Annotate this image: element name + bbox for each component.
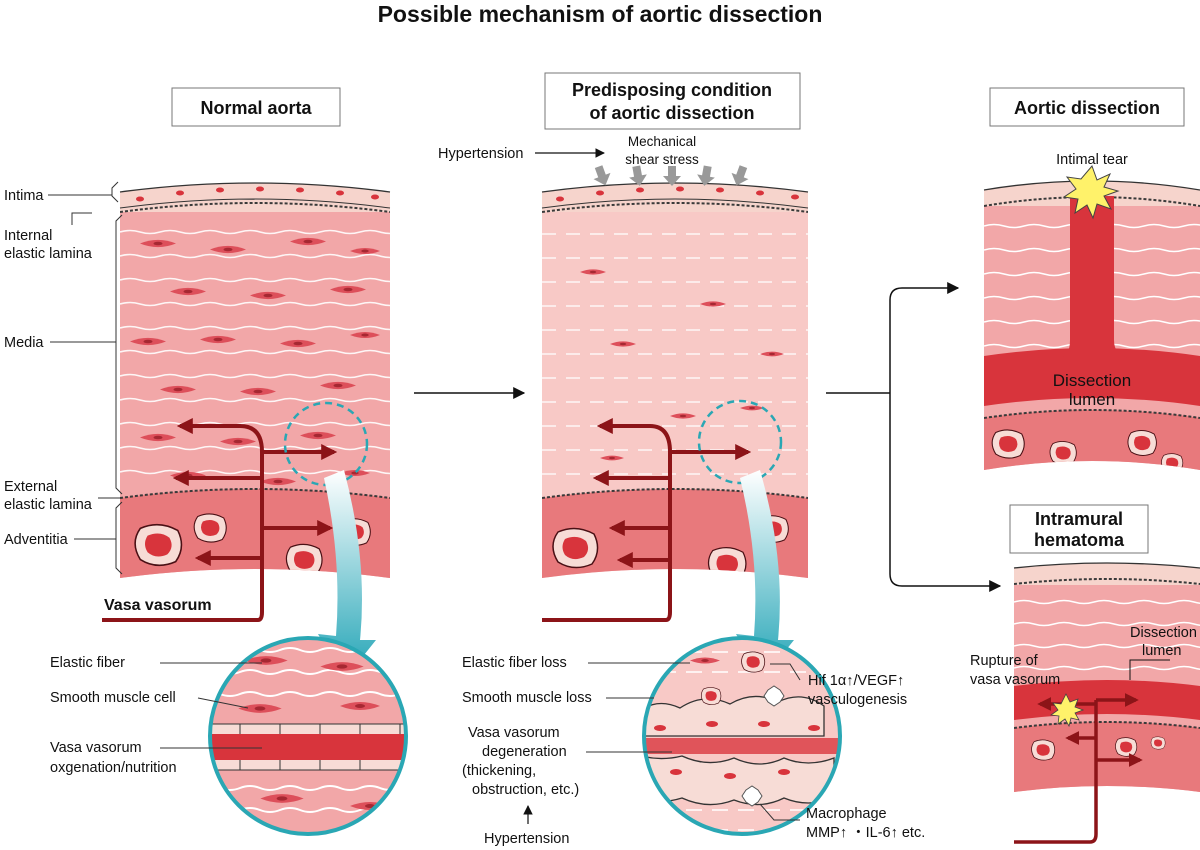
label-vasa-vasorum-zoom-2: oxgenation/nutrition (50, 760, 177, 776)
label-hema-lumen-2: lumen (1142, 643, 1182, 659)
intima-cells-pre (541, 182, 809, 209)
label-shear-1: Mechanical (628, 134, 696, 149)
label-elastic-fiber: Elastic fiber (50, 655, 125, 671)
internal-elastic-lamina (120, 202, 390, 213)
figure-title: Possible mechanism of aortic dissection (378, 1, 823, 27)
label-external-2: elastic lamina (4, 497, 93, 513)
label-macrophage: Macrophage (806, 806, 887, 822)
label-intimal-tear: Intimal tear (1056, 152, 1128, 168)
zoom-arrow-icon (318, 470, 376, 680)
label-vasa-vasorum-zoom-1: Vasa vasorum (50, 740, 142, 756)
label-smooth-muscle-loss: Smooth muscle loss (462, 690, 592, 706)
label-degeneration-2: degeneration (482, 744, 567, 760)
vasa-vasorum-vessel (102, 418, 338, 622)
label-rupture-2: vasa vasorum (970, 672, 1060, 688)
label-hypertension-top: Hypertension (438, 146, 523, 162)
heading-intramural-hematoma: Intramural hematoma (1009, 504, 1149, 554)
intima-cells (119, 182, 391, 209)
heading-hematoma-line1: Intramural (1035, 509, 1123, 529)
label-degeneration-3: (thickening, (462, 763, 536, 779)
heading-hematoma-line2: hematoma (1034, 530, 1125, 550)
zoom-labels-normal: Elastic fiber Smooth muscle cell Vasa va… (50, 655, 262, 776)
dissection-lumen (984, 348, 1200, 406)
label-rupture-1: Rupture of (970, 653, 1039, 669)
heading-aortic-dissection: Aortic dissection (989, 87, 1185, 127)
heading-predisposing-line1: Predisposing condition (572, 80, 772, 100)
vasa-vasorum-vessel-pre (542, 418, 752, 622)
label-hema-lumen-1: Dissection (1130, 625, 1197, 641)
label-internal-2: elastic lamina (4, 246, 93, 262)
label-smooth-muscle-cell: Smooth muscle cell (50, 690, 176, 706)
external-elastic-lamina (120, 488, 390, 499)
label-internal-1: Internal (4, 228, 52, 244)
vasa-vasorum-label: Vasa vasorum (104, 597, 212, 614)
zoom-circle-pre (642, 636, 842, 836)
heading-predisposing-line2: of aortic dissection (589, 103, 754, 123)
label-shear-2: shear stress (625, 152, 699, 167)
zoom-labels-pre: Elastic fiber loss Smooth muscle loss Va… (462, 655, 925, 847)
heading-normal-aorta: Normal aorta (171, 87, 341, 127)
aortic-dissection-section: Intimal tear Dissection lumen (983, 152, 1200, 470)
rupture-star-icon (1049, 693, 1085, 728)
label-adventitia: Adventitia (4, 532, 69, 548)
heading-predisposing: Predisposing condition of aortic dissect… (544, 72, 801, 130)
intima-layer (120, 183, 390, 212)
label-mmp: MMP↑ ・IL-6↑ etc. (806, 825, 925, 841)
dissection-channel (1060, 196, 1130, 358)
layer-labels: Intima Internal elastic lamina Media Ext… (4, 181, 123, 575)
zoom-region-pre (697, 399, 783, 485)
heading-dissection-text: Aortic dissection (1014, 98, 1160, 118)
label-media: Media (4, 335, 44, 351)
hematoma-section: Dissection lumen Rupture of vasa vasorum (970, 562, 1200, 844)
label-intima: Intima (4, 188, 44, 204)
label-degeneration-1: Vasa vasorum (468, 725, 560, 741)
label-degeneration-4: obstruction, etc.) (472, 782, 579, 798)
label-elastic-fiber-loss: Elastic fiber loss (462, 655, 567, 671)
tear-star-icon (1062, 165, 1120, 220)
zoom-arrow-icon-pre (736, 470, 794, 680)
label-hif: Hif 1α↑/VEGF↑ (808, 673, 904, 689)
heading-normal-text: Normal aorta (200, 98, 312, 118)
branch-arrows (826, 282, 1002, 592)
label-external-1: External (4, 479, 57, 495)
zoom-circle-normal (208, 636, 408, 836)
label-vasculogenesis: vasculogenesis (808, 692, 907, 708)
label-dissection-lumen-1: Dissection (1053, 371, 1131, 390)
adventitia-layer (120, 489, 390, 578)
shear-arrow-icon (593, 165, 749, 186)
label-dissection-lumen-2: lumen (1069, 390, 1115, 409)
label-hypertension-bottom: Hypertension (484, 831, 569, 847)
